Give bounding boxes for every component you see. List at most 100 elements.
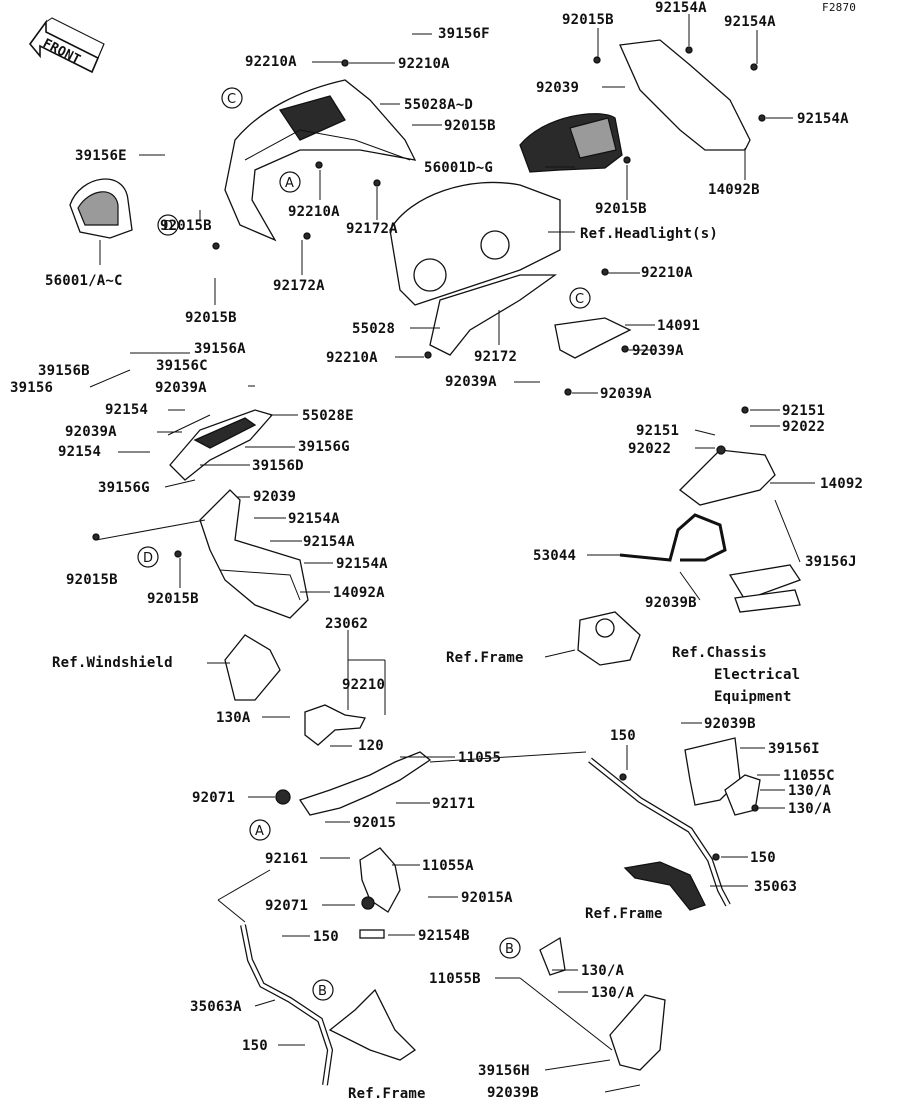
- part-label: 55028A~D: [404, 97, 473, 113]
- part-label: Ref.Headlight(s): [580, 226, 718, 242]
- svg-text:A: A: [285, 176, 294, 191]
- part-label: 92210A: [288, 204, 340, 220]
- part-label: 92015B: [160, 218, 212, 234]
- part-label: 14091: [657, 318, 700, 334]
- part-label: 92154: [105, 402, 148, 418]
- part-label: 39156B: [38, 363, 90, 379]
- ref-circle-d-top: D: [157, 214, 179, 236]
- part-label: 56001/A~C: [45, 273, 123, 289]
- part-label: 39156J: [805, 554, 857, 570]
- part-label: 35063: [754, 879, 797, 895]
- part-label: 92039A: [65, 424, 117, 440]
- part-label: 130/A: [788, 783, 832, 799]
- part-label: 92151: [782, 403, 825, 419]
- part-label: 39156: [10, 380, 53, 396]
- svg-text:C: C: [575, 292, 584, 307]
- part-label: 39156C: [156, 358, 208, 374]
- part-label: 55028E: [302, 408, 354, 424]
- reference-circles: C A D C D A B B: [137, 87, 591, 1001]
- part-label: 39156F: [438, 26, 490, 42]
- part-label: 92039B: [487, 1085, 539, 1101]
- part-label: 92015B: [147, 591, 199, 607]
- figure-code: F2870: [822, 1, 856, 14]
- part-label: 92039A: [600, 386, 652, 402]
- part-label: 39156E: [75, 148, 127, 164]
- part-label: Ref.Frame: [585, 906, 663, 922]
- part-label: 92154A: [288, 511, 340, 527]
- part-label: 150: [750, 850, 776, 866]
- svg-text:B: B: [318, 984, 327, 999]
- part-label: 35063A: [190, 999, 242, 1015]
- part-label: 92071: [192, 790, 235, 806]
- part-label: 39156A: [194, 341, 246, 357]
- part-label: 92015A: [461, 890, 513, 906]
- part-label: 39156G: [98, 480, 150, 496]
- part-label: 11055A: [422, 858, 474, 874]
- ref-circle-d-mid: D: [137, 546, 159, 568]
- part-label: 92022: [628, 441, 671, 457]
- svg-text:B: B: [505, 942, 514, 957]
- svg-text:C: C: [227, 92, 236, 107]
- part-label: 92039: [253, 489, 296, 505]
- part-label: 92172A: [346, 221, 398, 237]
- part-label: 92154B: [418, 928, 470, 944]
- part-label: 120: [358, 738, 384, 754]
- part-label: 92172: [474, 349, 517, 365]
- part-label: 92039A: [155, 380, 207, 396]
- part-label: 14092A: [333, 585, 385, 601]
- part-label: Electrical: [714, 667, 800, 683]
- part-label: 14092B: [708, 182, 760, 198]
- part-label: 56001D~G: [424, 160, 493, 176]
- part-label: 92210A: [326, 350, 378, 366]
- part-label: 130/A: [788, 801, 832, 817]
- part-label: 92039A: [445, 374, 497, 390]
- part-label: 55028: [352, 321, 395, 337]
- part-label: Ref.Chassis: [672, 645, 767, 661]
- svg-text:D: D: [163, 219, 173, 234]
- part-label: 150: [610, 728, 636, 744]
- part-label: 92022: [782, 419, 825, 435]
- part-label: 130/A: [591, 985, 635, 1001]
- ref-circle-b-left: B: [312, 979, 334, 1001]
- part-label: 92039A: [632, 343, 684, 359]
- part-label: 92172A: [273, 278, 325, 294]
- leader-lines: [89, 14, 815, 1093]
- part-label: 150: [313, 929, 339, 945]
- part-label: 92071: [265, 898, 308, 914]
- part-label: 92154A: [724, 14, 776, 30]
- part-label: 92015B: [185, 310, 237, 326]
- part-label: 92210A: [245, 54, 297, 70]
- part-label: 11055: [458, 750, 501, 766]
- part-label: 92154A: [303, 534, 355, 550]
- ref-circle-c-top: C: [221, 87, 243, 109]
- part-label: 92171: [432, 796, 475, 812]
- part-label: 92154: [58, 444, 101, 460]
- part-label: 150: [242, 1038, 268, 1054]
- part-label: 39156I: [768, 741, 820, 757]
- part-label: 92151: [636, 423, 679, 439]
- front-arrow-icon: FRONT: [28, 17, 105, 74]
- part-label: Ref.Frame: [446, 650, 524, 666]
- part-label: 92210A: [398, 56, 450, 72]
- part-label: 92039B: [704, 716, 756, 732]
- part-label: 130/A: [581, 963, 625, 979]
- ref-circle-a-top: A: [279, 171, 301, 193]
- part-label: Equipment: [714, 689, 792, 705]
- part-label: 92154A: [797, 111, 849, 127]
- ref-circle-b-right: B: [499, 937, 521, 959]
- part-label: Ref.Windshield: [52, 655, 173, 671]
- part-label: 23062: [325, 616, 368, 632]
- part-label: 92154A: [655, 0, 707, 16]
- svg-text:D: D: [143, 551, 153, 566]
- part-label: 92039: [536, 80, 579, 96]
- part-label: 39156D: [252, 458, 304, 474]
- svg-text:A: A: [255, 824, 264, 839]
- part-label: 92161: [265, 851, 308, 867]
- part-label: 92015B: [595, 201, 647, 217]
- part-label: 39156H: [478, 1063, 530, 1079]
- ref-circle-c-mid: C: [569, 287, 591, 309]
- part-label: 92154A: [336, 556, 388, 572]
- part-label: 92210A: [641, 265, 693, 281]
- ref-circle-a-bottom: A: [249, 819, 271, 841]
